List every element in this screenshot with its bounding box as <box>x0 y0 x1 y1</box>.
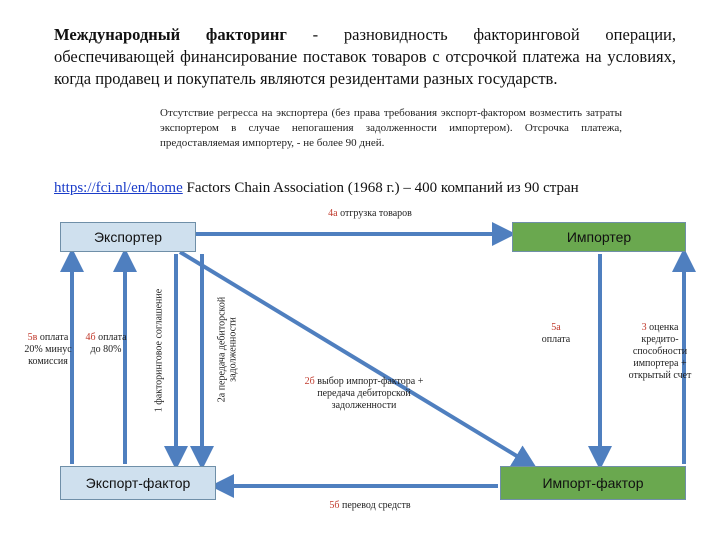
node-export-factor: Экспорт-фактор <box>60 466 216 500</box>
regress-note: Отсутствие регресса на экспортера (без п… <box>160 107 622 149</box>
fci-description: Factors Chain Association (1968 г.) – 40… <box>182 180 579 196</box>
label-4a: 4а отгрузка товаров <box>328 208 412 219</box>
label-3: 3 оценка кредито-способности импортера +… <box>628 322 692 381</box>
fci-link[interactable]: https://fci.nl/en/home <box>54 180 183 196</box>
node-exporter: Экспортер <box>60 222 196 252</box>
label-5b: 5б перевод средств <box>329 500 411 511</box>
label-2a: 2а передача дебиторской задолженности <box>216 296 239 403</box>
fci-line: https://fci.nl/en/home Factors Chain Ass… <box>54 178 704 198</box>
label-2b: 2б выбор импорт-фактора + передача дебит… <box>304 376 424 411</box>
title-term: Международный факторинг <box>54 25 287 44</box>
page-title: Международный факторинг - разновидность … <box>54 24 676 90</box>
arrow-2b <box>178 250 537 469</box>
node-importer: Импортер <box>512 222 686 252</box>
title-definition: - разновидность факторинговой операции, … <box>54 25 677 88</box>
label-5v: 5в оплата 20% минус комиссия <box>24 332 72 367</box>
label-1: 1 факторинговое соглашение <box>153 288 165 413</box>
node-import-factor: Импорт-фактор <box>500 466 686 500</box>
label-4b: 4б оплата до 80% <box>85 332 127 355</box>
